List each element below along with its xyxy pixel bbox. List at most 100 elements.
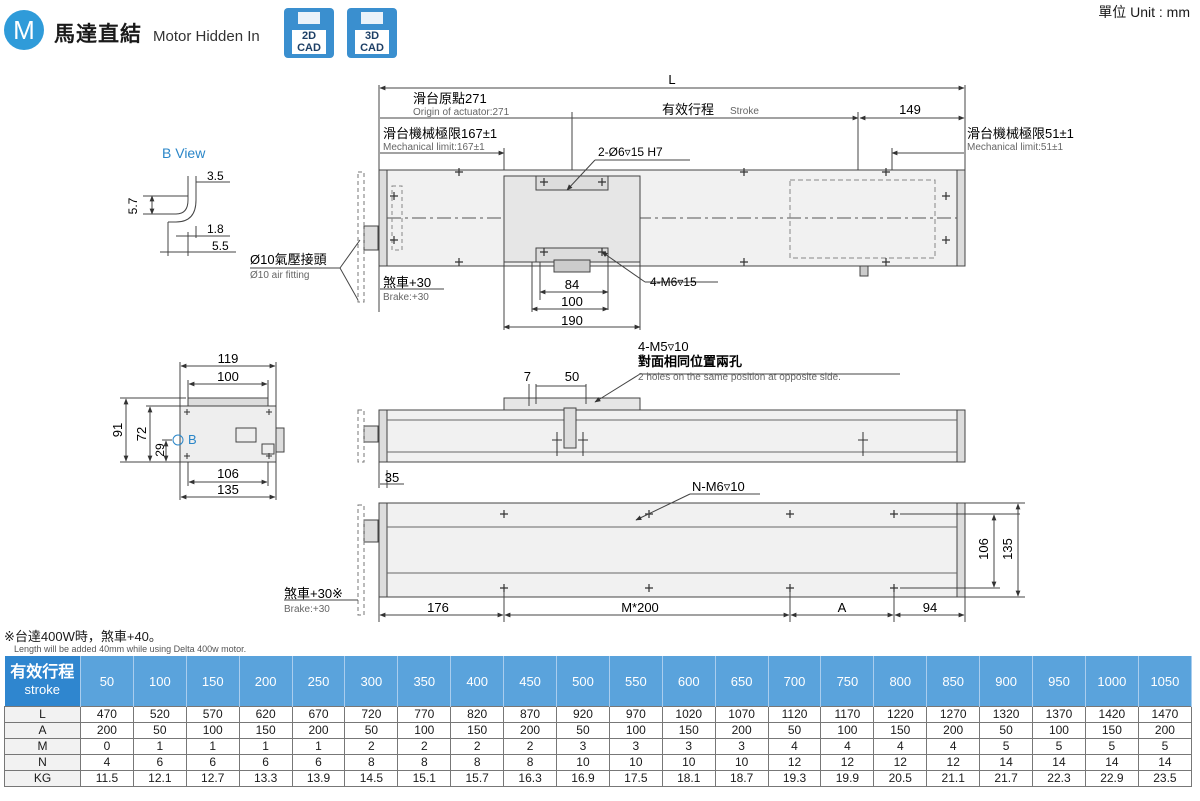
- table-cell: 12.1: [132, 770, 187, 787]
- stroke-header-cell: 450: [503, 656, 558, 707]
- nm6-label: N-M6▿10: [692, 479, 745, 494]
- cad-3d-line2: CAD: [360, 42, 384, 54]
- dim-190: 190: [561, 313, 583, 328]
- table-cell: 1320: [979, 706, 1034, 723]
- m5-label: 4-M5▿10: [638, 339, 689, 354]
- title-english: Motor Hidden In: [153, 28, 260, 45]
- dim-5-5: 5.5: [212, 239, 229, 253]
- cad-2d-line1: 2D: [301, 30, 317, 42]
- table-cell: 3: [661, 738, 716, 755]
- label-b: B: [188, 432, 197, 447]
- table-cell: 1470: [1137, 706, 1193, 723]
- dim-m200: M*200: [621, 600, 659, 615]
- row-label: KG: [4, 770, 81, 787]
- table-cell: 11.5: [80, 770, 134, 787]
- stroke-header-cell: 50: [80, 656, 134, 707]
- note-english: Length will be added 40mm while using De…: [14, 644, 247, 654]
- table-cell: 22.3: [1032, 770, 1086, 787]
- stroke-header-cell: 350: [397, 656, 452, 707]
- table-cell: 18.1: [661, 770, 716, 787]
- table-cell: 1270: [926, 706, 981, 723]
- table-cell: 4: [820, 738, 875, 755]
- table-cell: 19.3: [767, 770, 822, 787]
- table-cell: 4: [873, 738, 928, 755]
- table-cell: 21.7: [979, 770, 1034, 787]
- brake-label-en: Brake:+30: [383, 292, 429, 303]
- table-cell: 22.9: [1084, 770, 1139, 787]
- table-cell: 920: [556, 706, 610, 723]
- dim-a: A: [838, 600, 847, 615]
- row-label: N: [4, 754, 81, 771]
- note-chinese: ※台達400W時，煞車+40。: [4, 629, 162, 644]
- cad-3d-line1: 3D: [364, 30, 380, 42]
- table-cell: 16.3: [503, 770, 558, 787]
- hole-h7-label: 2-Ø6▿15 H7: [598, 145, 663, 159]
- stroke-header-cell: 150: [186, 656, 240, 707]
- stroke-label-en: Stroke: [730, 106, 759, 117]
- table-cell: 2: [503, 738, 558, 755]
- series-badge: M: [4, 10, 44, 50]
- dim-3-5: 3.5: [207, 169, 224, 183]
- stroke-header-cell: 1050: [1138, 656, 1193, 707]
- mech-limit-right-zh: 滑台機械極限51±1: [967, 126, 1074, 141]
- table-cell: 100: [397, 722, 452, 739]
- dim-35: 35: [385, 470, 399, 485]
- stroke-header-cell: 550: [609, 656, 663, 707]
- table-cell: 6: [185, 754, 240, 771]
- title-chinese: 馬達直結: [54, 23, 142, 46]
- table-cell: 3: [714, 738, 769, 755]
- dim-1-8: 1.8: [207, 222, 224, 236]
- air-fitting-zh: Ø10氣壓接頭: [250, 252, 327, 267]
- disk-icon: [361, 12, 383, 24]
- table-cell: 1170: [820, 706, 875, 723]
- table-cell: 12: [926, 754, 981, 771]
- table-cell: 620: [238, 706, 293, 723]
- brake2-label-en: Brake:+30: [284, 604, 330, 615]
- stroke-header-cell: 200: [239, 656, 293, 707]
- table-cell: 10: [608, 754, 663, 771]
- table-cell: 470: [80, 706, 134, 723]
- air-fitting-en: Ø10 air fitting: [250, 270, 309, 281]
- stroke-header-cell: 900: [979, 656, 1034, 707]
- row-label: M: [4, 738, 81, 755]
- table-cell: 14: [1032, 754, 1086, 771]
- stroke-header-cell: 1000: [1085, 656, 1139, 707]
- dim-29: 29: [153, 443, 167, 457]
- brake2-label-zh: 煞車+30※: [284, 586, 343, 601]
- table-cell: 4: [80, 754, 134, 771]
- table-cell: 100: [820, 722, 875, 739]
- table-cell: 14.5: [344, 770, 399, 787]
- dim-135: 135: [217, 482, 239, 497]
- table-cell: 15.1: [397, 770, 452, 787]
- table-cell: 820: [450, 706, 505, 723]
- stroke-header-cell: 950: [1032, 656, 1086, 707]
- table-cell: 12: [767, 754, 822, 771]
- table-cell: 1370: [1032, 706, 1086, 723]
- row-label: L: [4, 706, 81, 723]
- table-cell: 17.5: [608, 770, 663, 787]
- stroke-header-cell: 650: [715, 656, 769, 707]
- table-cell: 5: [1084, 738, 1139, 755]
- dim-91: 91: [110, 423, 125, 437]
- table-cell: 1070: [714, 706, 769, 723]
- dim-106-vertical: 106: [976, 538, 991, 560]
- table-cell: 12.7: [185, 770, 240, 787]
- table-cell: 720: [344, 706, 399, 723]
- dim-100b: 100: [217, 369, 239, 384]
- table-cell: 50: [556, 722, 610, 739]
- table-cell: 1: [132, 738, 187, 755]
- dim-7: 7: [524, 369, 531, 384]
- table-cell: 23.5: [1137, 770, 1193, 787]
- table-cell: 150: [661, 722, 716, 739]
- table-cell: 14: [979, 754, 1034, 771]
- stroke-header-cell: 500: [556, 656, 610, 707]
- table-cell: 1220: [873, 706, 928, 723]
- stroke-header-cell: 700: [768, 656, 822, 707]
- stroke-header-cell: 850: [926, 656, 981, 707]
